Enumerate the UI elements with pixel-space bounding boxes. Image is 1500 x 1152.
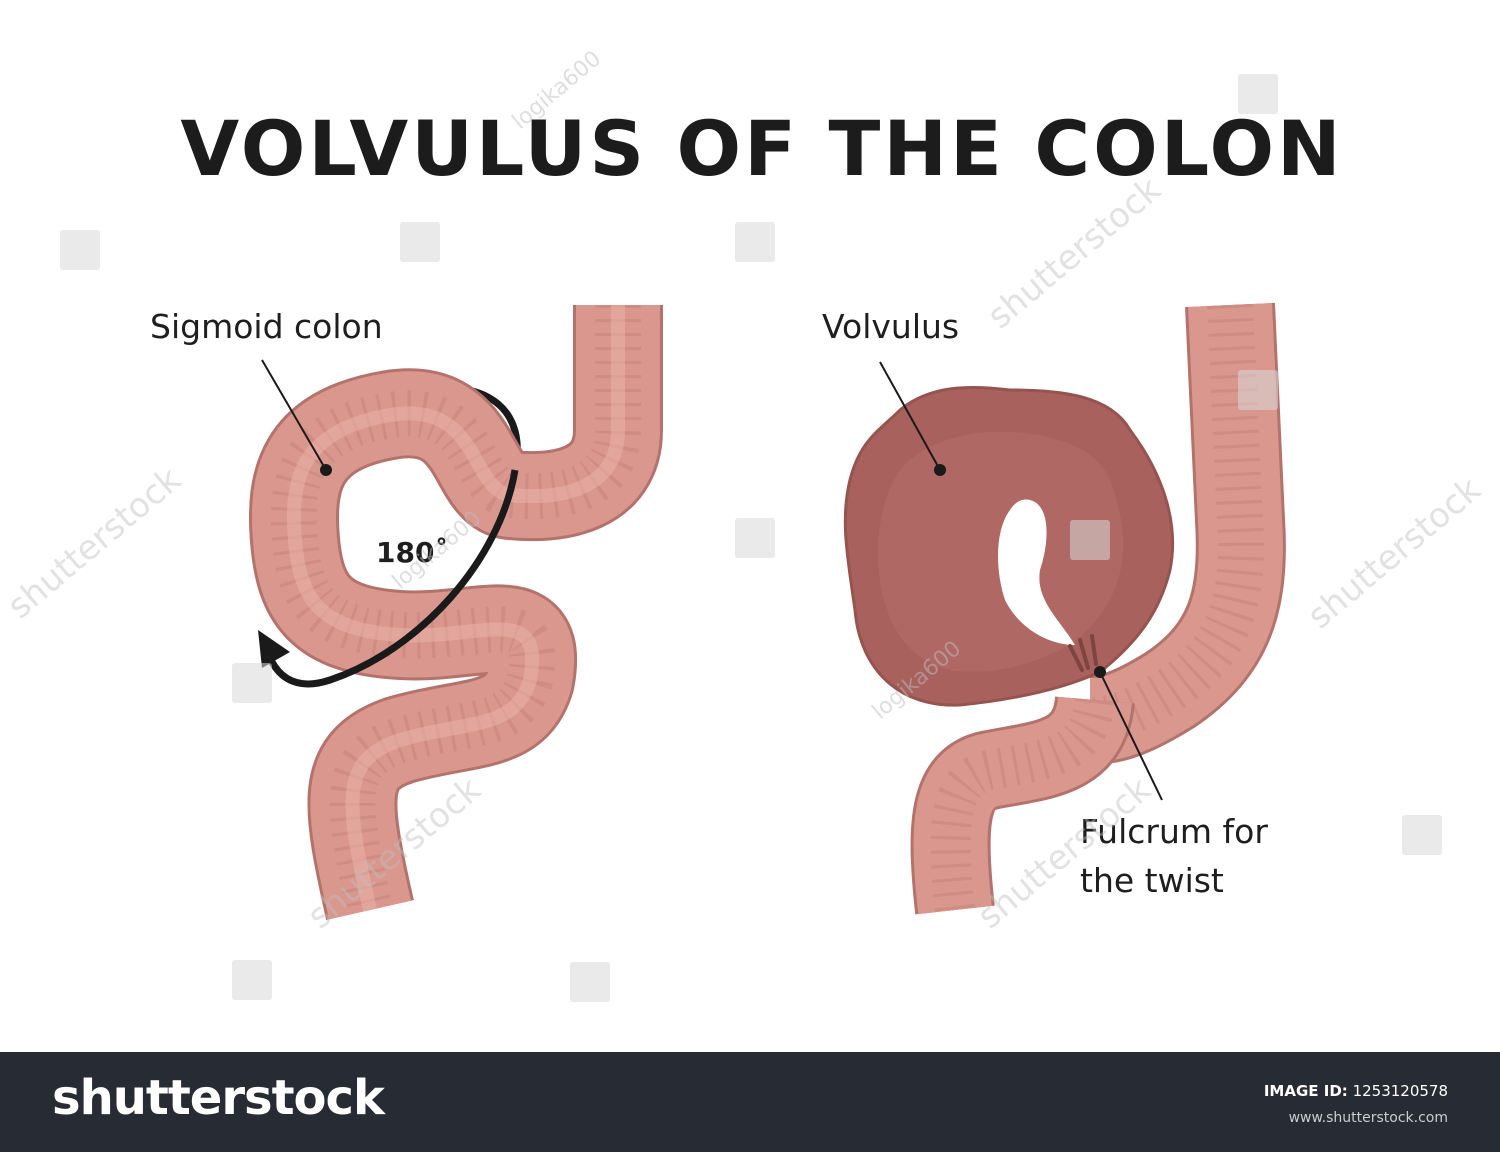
watermark-logo-icon [1402,815,1442,855]
rotation-arrow [268,469,519,688]
watermark-logo-icon [1070,520,1110,560]
rectum-segment [913,694,1132,915]
footer-bar: shutterstock IMAGE ID: 1253120578 www.sh… [0,1052,1500,1152]
site-url[interactable]: www.shutterstock.com [1288,1110,1448,1126]
sigmoid-colon-label: Sigmoid colon [150,307,383,346]
fulcrum-pointer-dot [1094,666,1106,678]
volvulus-pointer-line [879,361,941,471]
rotation-degree-label: 180˚ [376,536,448,569]
watermark-text: shutterstock [980,169,1169,336]
image-id-value: 1253120578 [1352,1082,1448,1100]
watermark-logo-icon [735,518,775,558]
watermark-logo-icon [400,222,440,262]
image-id-label: IMAGE ID: [1263,1082,1348,1100]
watermark-logo-icon [232,960,272,1000]
volvulus-label: Volvulus [822,307,959,346]
page-title: VOLVULUS OF THE COLON [180,104,1343,193]
watermark-logo-icon [1238,370,1278,410]
volvulus-illustration [843,302,1286,915]
watermark-logo-icon [232,663,272,703]
brand-logo[interactable]: shutterstock [52,1070,385,1126]
fulcrum-pointer-line [1099,671,1163,801]
volvulus-pointer-dot [934,464,946,476]
volvulus-lumen-gap [998,499,1075,645]
sigmoid-pointer-dot [320,464,332,476]
watermark-logo-icon [735,222,775,262]
watermark-logo-icon [570,962,610,1002]
sigmoid-colon-illustration [248,305,663,920]
sigmoid-pointer-line [261,359,327,471]
arrowhead-icon [258,630,290,668]
watermark-logo-icon [1238,74,1278,114]
watermark-text: shutterstock [1300,469,1489,636]
watermark-logo-icon [60,230,100,270]
watermark-text: shutterstock [0,459,189,626]
image-meta: IMAGE ID: 1253120578 www.shutterstock.co… [1264,1082,1448,1126]
fulcrum-label-line2: the twist [1080,861,1224,900]
fulcrum-label-line1: Fulcrum for [1080,812,1268,851]
image-id: IMAGE ID: 1253120578 [1264,1082,1448,1100]
volvulus-diagram: VOLVULUS OF THE COLON Sigmoid colon 180˚ [0,46,1489,1002]
